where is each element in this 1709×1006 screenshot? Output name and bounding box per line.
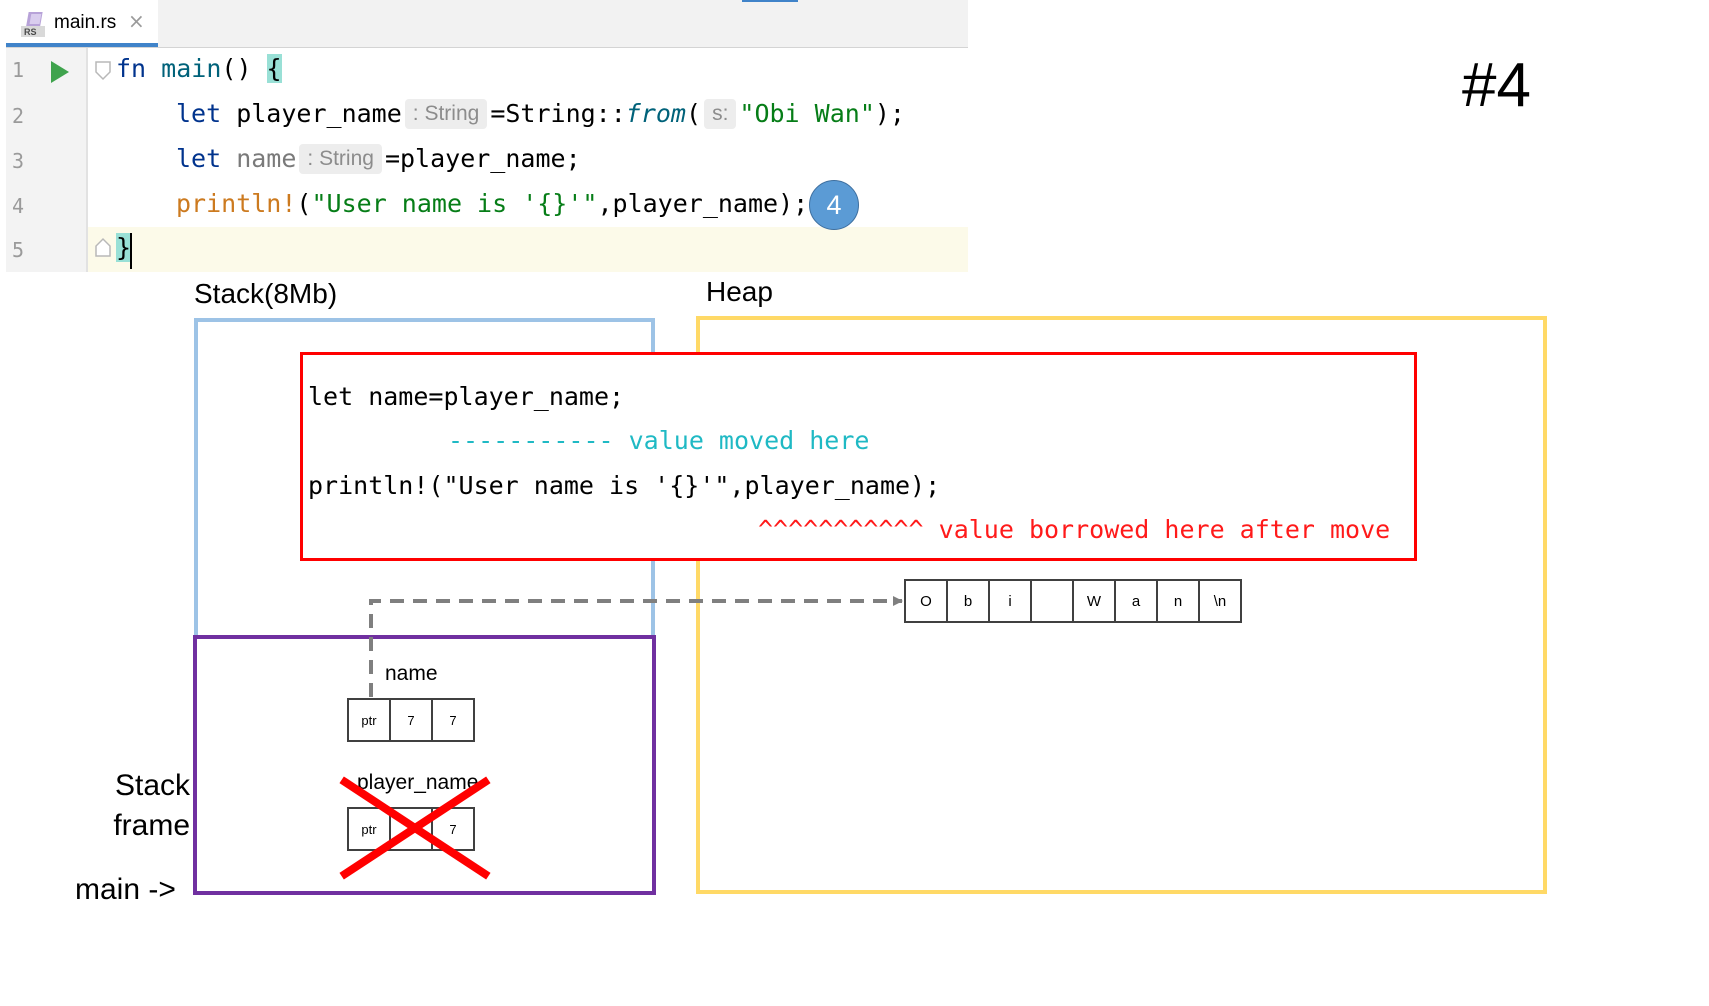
code-paren: (	[686, 99, 702, 128]
fn-params: ()	[221, 54, 267, 83]
error-code-line-1: let name=player_name;	[308, 382, 625, 411]
function-name: main	[161, 54, 222, 83]
stack-frame-label: Stack frame	[96, 766, 190, 846]
rust-file-icon: RS	[21, 12, 45, 37]
code-assign: =String::	[490, 99, 626, 128]
heap-char: O	[904, 579, 948, 623]
heap-title: Heap	[706, 276, 773, 307]
code-line-3[interactable]: let name: String=player_name;	[176, 144, 581, 174]
method-from: from	[625, 99, 686, 128]
code-line-4[interactable]: println!("User name is '{}'",player_name…	[176, 189, 808, 218]
code-line-2[interactable]: let player_name: String=String::from(s:"…	[176, 99, 905, 129]
error-marker-borrowed: ^^^^^^^^^^^ value borrowed here after mo…	[758, 515, 1390, 544]
line-number: 3	[12, 149, 25, 173]
tab-file-name[interactable]: main.rs	[54, 12, 117, 33]
line-number: 5	[12, 238, 25, 262]
macro-println: println!	[176, 189, 297, 218]
heap-char: i	[988, 579, 1032, 623]
keyword-fn: fn	[116, 54, 147, 83]
error-carets: ^^^^^^^^^^^	[758, 515, 924, 544]
stack-frame-label-line: Stack	[114, 769, 190, 802]
code-args: ,player_name);	[597, 189, 809, 218]
type-hint: : String	[299, 144, 382, 174]
var-cell-capacity: 7	[431, 807, 475, 851]
fold-end-icon[interactable]	[94, 236, 112, 258]
var-name-cells: ptr 7 7	[347, 698, 475, 742]
var-cell-ptr: ptr	[347, 698, 391, 742]
fold-icon[interactable]	[94, 60, 112, 82]
keyword-let: let	[176, 144, 222, 173]
code-paren: (	[296, 189, 312, 218]
keyword-let: let	[176, 99, 222, 128]
slide-number: #4	[1462, 51, 1531, 120]
heap-char: n	[1156, 579, 1200, 623]
editor-gutter	[6, 48, 86, 272]
text-caret	[130, 233, 132, 269]
line-number: 2	[12, 104, 25, 128]
var-player-name-cells: ptr 7 7	[347, 807, 475, 851]
type-hint: : String	[404, 99, 488, 129]
string-literal: "User name is '{}'"	[311, 189, 598, 218]
stack-title: Stack(8Mb)	[194, 278, 338, 309]
heap-char: b	[946, 579, 990, 623]
matched-brace-open: {	[266, 54, 282, 83]
heap-string-buffer: O b i W a n \n	[904, 579, 1242, 623]
string-literal: "Obi Wan"	[739, 99, 875, 128]
code-assign: =player_name;	[384, 144, 581, 173]
active-tab-underline	[6, 43, 158, 47]
editor-tab-bar	[6, 0, 968, 48]
heap-char: W	[1072, 579, 1116, 623]
var-cell-capacity: 7	[431, 698, 475, 742]
step-badge: 4	[809, 180, 859, 230]
compiler-error-box	[300, 352, 1417, 561]
error-code-line-2: println!("User name is '{}'",player_name…	[308, 471, 941, 500]
line-number: 1	[12, 58, 25, 82]
var-name-label: name	[385, 662, 438, 685]
var-cell-ptr: ptr	[347, 807, 391, 851]
tab-close-icon[interactable]: ×	[128, 9, 145, 33]
file-icon-text: RS	[24, 27, 37, 37]
line-number: 4	[12, 194, 25, 218]
code-line-1[interactable]: fn main() {	[116, 54, 282, 83]
code-line-5[interactable]: }	[116, 233, 132, 262]
gutter-separator	[86, 48, 88, 272]
variable-player-name: player_name	[221, 99, 402, 128]
main-frame-label: main ->	[75, 873, 176, 906]
error-borrowed-text: value borrowed here after move	[938, 515, 1391, 544]
heap-char: a	[1114, 579, 1158, 623]
var-cell-len: 7	[389, 807, 433, 851]
var-cell-len: 7	[389, 698, 433, 742]
matched-brace-close: }	[116, 233, 132, 262]
heap-char	[1030, 579, 1074, 623]
current-line-highlight	[88, 227, 968, 272]
stack-frame-label-line: frame	[113, 809, 190, 842]
error-marker-moved: ----------- value moved here	[448, 426, 870, 455]
run-icon[interactable]	[50, 60, 70, 84]
code-end: );	[874, 99, 905, 128]
parameter-hint: s:	[704, 99, 737, 129]
heap-char: \n	[1198, 579, 1242, 623]
toolbar-accent	[742, 0, 798, 2]
var-player-name-label: player_name	[357, 771, 479, 794]
variable-name: name	[221, 144, 297, 173]
